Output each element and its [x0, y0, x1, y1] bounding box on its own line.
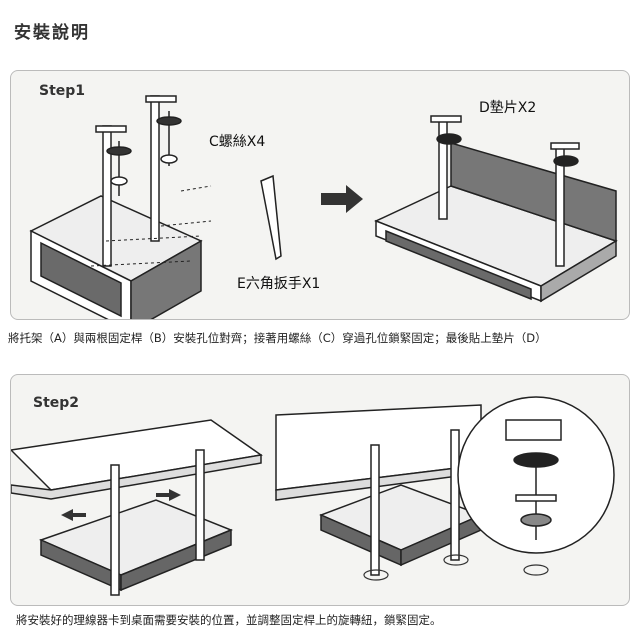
- step1-label: Step1: [39, 83, 86, 99]
- step1-caption: 將托架（A）與兩根固定桿（B）安裝孔位對齊；接著用螺絲（C）穿過孔位鎖緊固定；最…: [8, 331, 547, 345]
- step2-caption: 將安裝好的理線器卡到桌面需要安裝的位置，並調整固定桿上的旋轉紐，鎖緊固定。: [16, 613, 442, 627]
- wrench-label: E六角扳手X1: [237, 276, 321, 292]
- step1-illustration: [29, 95, 618, 319]
- page-title: 安裝說明: [14, 23, 90, 43]
- step2-illustration: [11, 396, 615, 596]
- step2-panel: Step2: [10, 374, 630, 606]
- step2-label: Step2: [33, 395, 80, 411]
- step1-panel: Step1 C螺絲X4 E六角扳手X1 D墊片X2: [10, 70, 630, 320]
- pad-label: D墊片X2: [479, 100, 537, 116]
- screw-label: C螺絲X4: [209, 134, 266, 150]
